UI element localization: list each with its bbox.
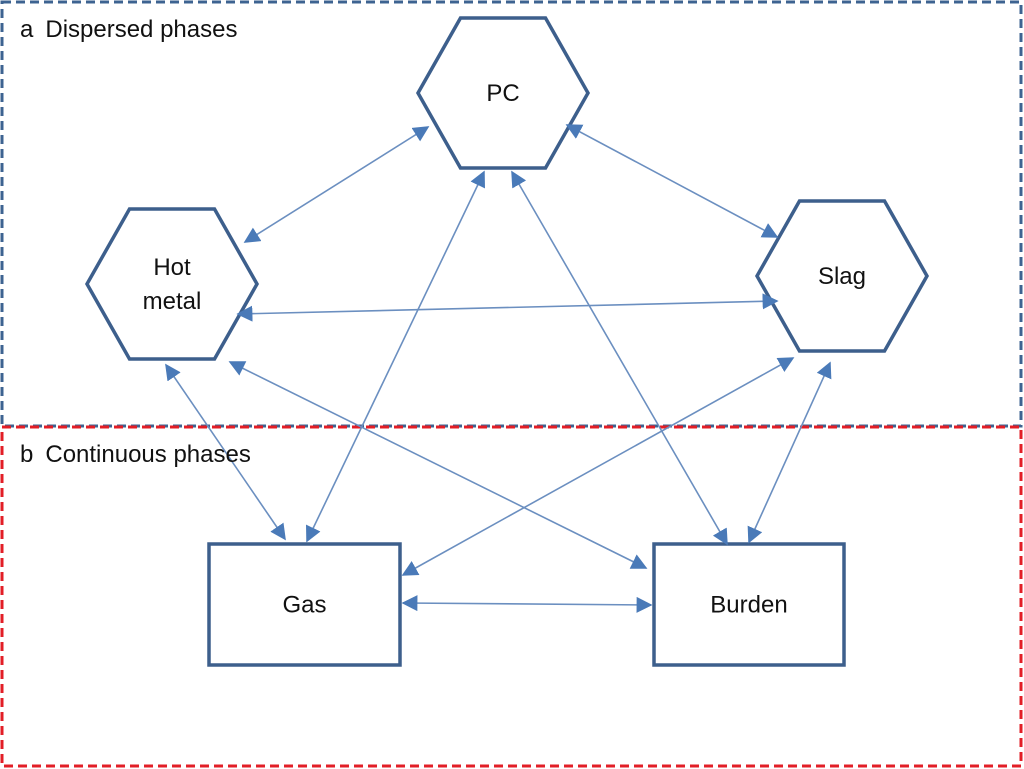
region-title-a: Dispersed phases — [45, 16, 238, 43]
node-hot-metal: Hot metal — [84, 207, 260, 361]
hexagon-shape — [84, 207, 260, 361]
node-label: Gas — [282, 592, 326, 619]
edge-slag-gas — [401, 357, 795, 576]
node-pc: PC — [415, 16, 591, 170]
dispersed-phases-label: a Dispersed phases — [20, 16, 237, 44]
node-label: PC — [486, 80, 519, 107]
edge-hot-metal-slag — [236, 293, 779, 322]
node-label: Burden — [710, 592, 787, 619]
node-burden: Burden — [652, 542, 846, 667]
edge-pc-gas — [306, 170, 485, 543]
node-slag: Slag — [754, 199, 930, 353]
edge-hot-metal-burden — [228, 361, 648, 569]
hexagon-shape — [754, 199, 930, 353]
edge-pc-slag — [565, 124, 779, 238]
node-label: metal — [143, 288, 202, 315]
node-label: Slag — [818, 263, 866, 290]
edge-slag-burden — [747, 361, 832, 544]
hexagon-shape — [415, 16, 591, 170]
edges-layer — [165, 124, 832, 613]
node-gas: Gas — [207, 542, 402, 667]
edge-pc-burden — [511, 170, 728, 546]
region-title-b: Continuous phases — [45, 441, 251, 468]
node-label: Hot — [153, 254, 191, 281]
edge-pc-hot-metal — [243, 126, 430, 243]
edge-gas-burden — [401, 595, 653, 613]
continuous-phases-region — [0, 425, 1023, 768]
continuous-phases-label: b Continuous phases — [20, 441, 251, 469]
region-letter-b: b — [20, 441, 34, 468]
region-letter-a: a — [20, 16, 34, 43]
